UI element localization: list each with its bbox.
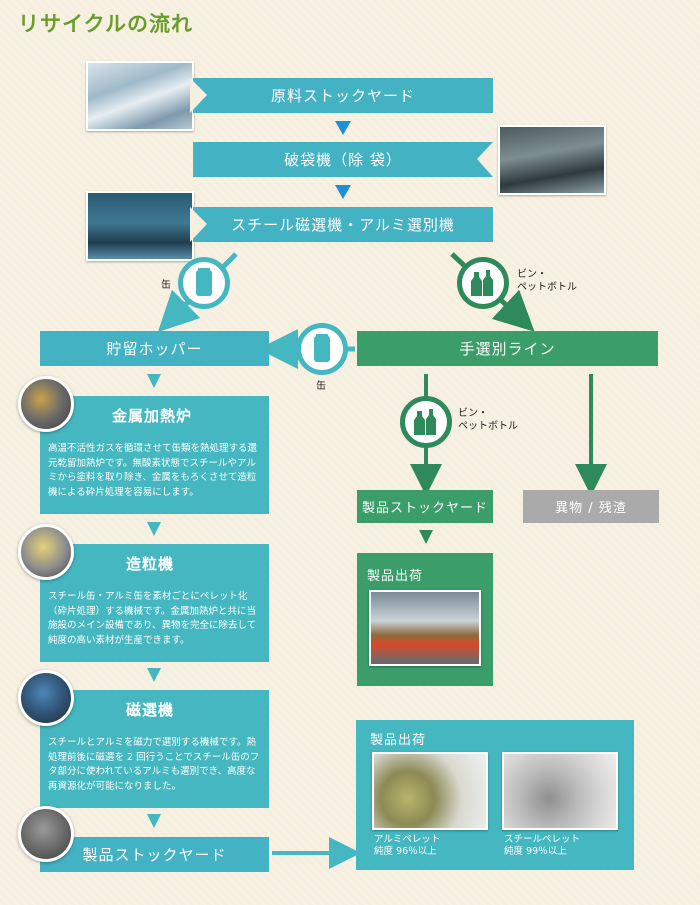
storage-hopper-bar: 貯留ホッパー	[40, 331, 269, 366]
bag-breaker-label: 破袋機（除 袋）	[284, 151, 402, 169]
hand-line-label: 手選別ライン	[459, 340, 556, 358]
product-yard-photo	[18, 806, 74, 862]
shipping-teal-title: 製品出荷	[370, 733, 427, 748]
magnetic-panel: 磁選機 スチールとアルミを磁力で選別する機械です。熱処理前後に磁選を 2 回行う…	[40, 690, 269, 808]
magnetic-desc: スチールとアルミを磁力で選別する機械です。熱処理前後に磁選を 2 回行うことでス…	[48, 737, 260, 792]
foreign-bar: 異物 / 残渣	[523, 490, 659, 523]
bottle-circle-2	[400, 396, 452, 448]
product-yard-left-bar: 製品ストックヤード	[40, 837, 269, 872]
raw-yard-bar: 原料ストックヤード	[193, 78, 493, 113]
sorter-bar: スチール磁選機・アルミ選別機	[193, 207, 493, 242]
can-circle-2	[296, 323, 348, 375]
bottle-circle-1	[457, 257, 509, 309]
arrow-down-heating	[147, 522, 161, 536]
can-icon	[196, 268, 212, 296]
sorter-photo	[86, 191, 194, 261]
bottles-icon	[471, 270, 493, 296]
magnetic-photo	[18, 670, 74, 726]
arrow-down-2	[335, 185, 351, 199]
raw-yard-label: 原料ストックヤード	[270, 87, 415, 105]
can-label-1: 缶	[161, 280, 171, 291]
arrow-down-hopper	[147, 374, 161, 388]
heating-title: 金属加熱炉	[112, 407, 193, 425]
bottle-label-1: ビン・ ペットボトル	[517, 269, 577, 293]
arrow-down-magnetic	[147, 814, 161, 828]
product-yard-right-bar: 製品ストックヤード	[357, 490, 493, 523]
can-label-2: 缶	[316, 381, 326, 392]
can-icon	[314, 334, 330, 362]
granulator-desc: スチール缶・アルミ缶を素材ごとにペレット化（砕片処理）する機械です。金属加熱炉と…	[48, 591, 257, 646]
magnetic-title: 磁選機	[126, 701, 175, 719]
granulator-title: 造粒機	[126, 555, 175, 573]
heating-desc: 高温不活性ガスを循環させて缶類を熱処理する還元乾留加熱炉です。無酸素状態でスチー…	[48, 443, 258, 498]
shipping-green-title: 製品出荷	[367, 569, 424, 584]
shipping-green-panel: 製品出荷	[357, 553, 493, 686]
bottles-icon	[414, 409, 436, 435]
aluminum-pellet-photo	[372, 752, 488, 830]
sorter-label: スチール磁選機・アルミ選別機	[231, 216, 455, 234]
shipping-teal-panel: 製品出荷 アルミペレット 純度 96％以上 スチールペレット 純度 99％以上	[356, 720, 634, 870]
raw-material-photo	[86, 61, 194, 131]
granulator-photo	[18, 524, 74, 580]
bottle-label-2: ビン・ ペットボトル	[458, 408, 518, 432]
arrow-to-shipping-green	[419, 530, 433, 544]
product-yard-right-label: 製品ストックヤード	[361, 501, 488, 516]
bag-breaker-photo	[498, 125, 606, 195]
steel-pellet-photo	[502, 752, 618, 830]
product-yard-left-label: 製品ストックヤード	[82, 846, 227, 864]
forklift-photo	[369, 590, 481, 666]
granulator-panel: 造粒機 スチール缶・アルミ缶を素材ごとにペレット化（砕片処理）する機械です。金属…	[40, 544, 269, 662]
heating-photo	[18, 376, 74, 432]
hand-line-bar: 手選別ライン	[357, 331, 658, 366]
arrow-down-granulator	[147, 668, 161, 682]
foreign-label: 異物 / 残渣	[555, 501, 627, 516]
page-title: リサイクルの流れ	[18, 12, 193, 36]
storage-hopper-label: 貯留ホッパー	[106, 340, 203, 358]
steel-pellet-label: スチールペレット 純度 99％以上	[504, 834, 581, 857]
can-circle-1	[178, 257, 230, 309]
heating-panel: 金属加熱炉 高温不活性ガスを循環させて缶類を熱処理する還元乾留加熱炉です。無酸素…	[40, 396, 269, 514]
arrow-down-1	[335, 121, 351, 135]
bag-breaker-bar: 破袋機（除 袋）	[193, 142, 493, 177]
aluminum-pellet-label: アルミペレット 純度 96％以上	[374, 834, 441, 857]
